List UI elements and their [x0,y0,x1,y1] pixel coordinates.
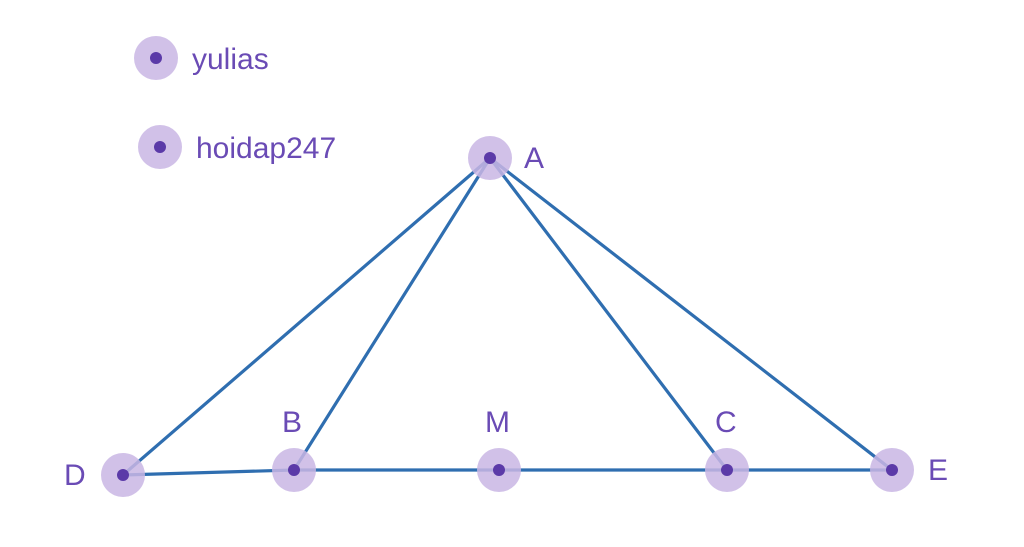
legend-item-hoidap247: hoidap247 [138,125,336,169]
legend-label: yulias [192,43,269,76]
segment-DB [121,468,296,477]
legend-dot-icon [154,141,166,153]
point-label: M [485,406,510,439]
point-dot [288,464,300,476]
point-B: B [272,406,316,492]
legend-label: hoidap247 [196,132,336,165]
point-dot [484,152,496,164]
point-A: A [468,136,544,180]
point-C: C [705,406,749,492]
point-dot [721,464,733,476]
segments-layer [121,156,894,477]
point-label: D [64,459,86,492]
point-dot [886,464,898,476]
point-label: A [524,142,544,175]
point-dot [117,469,129,481]
segment-AC [488,156,729,472]
point-M: M [477,406,521,492]
segment-AE [488,156,894,472]
segment-AD [121,156,492,477]
point-dot [493,464,505,476]
segment-AB [292,156,492,472]
point-label: C [715,406,737,439]
legend-item-yulias: yulias [134,36,269,80]
point-label: B [282,406,302,439]
point-label: E [928,454,948,487]
point-D: D [64,453,145,497]
point-E: E [870,448,948,492]
legend-dot-icon [150,52,162,64]
